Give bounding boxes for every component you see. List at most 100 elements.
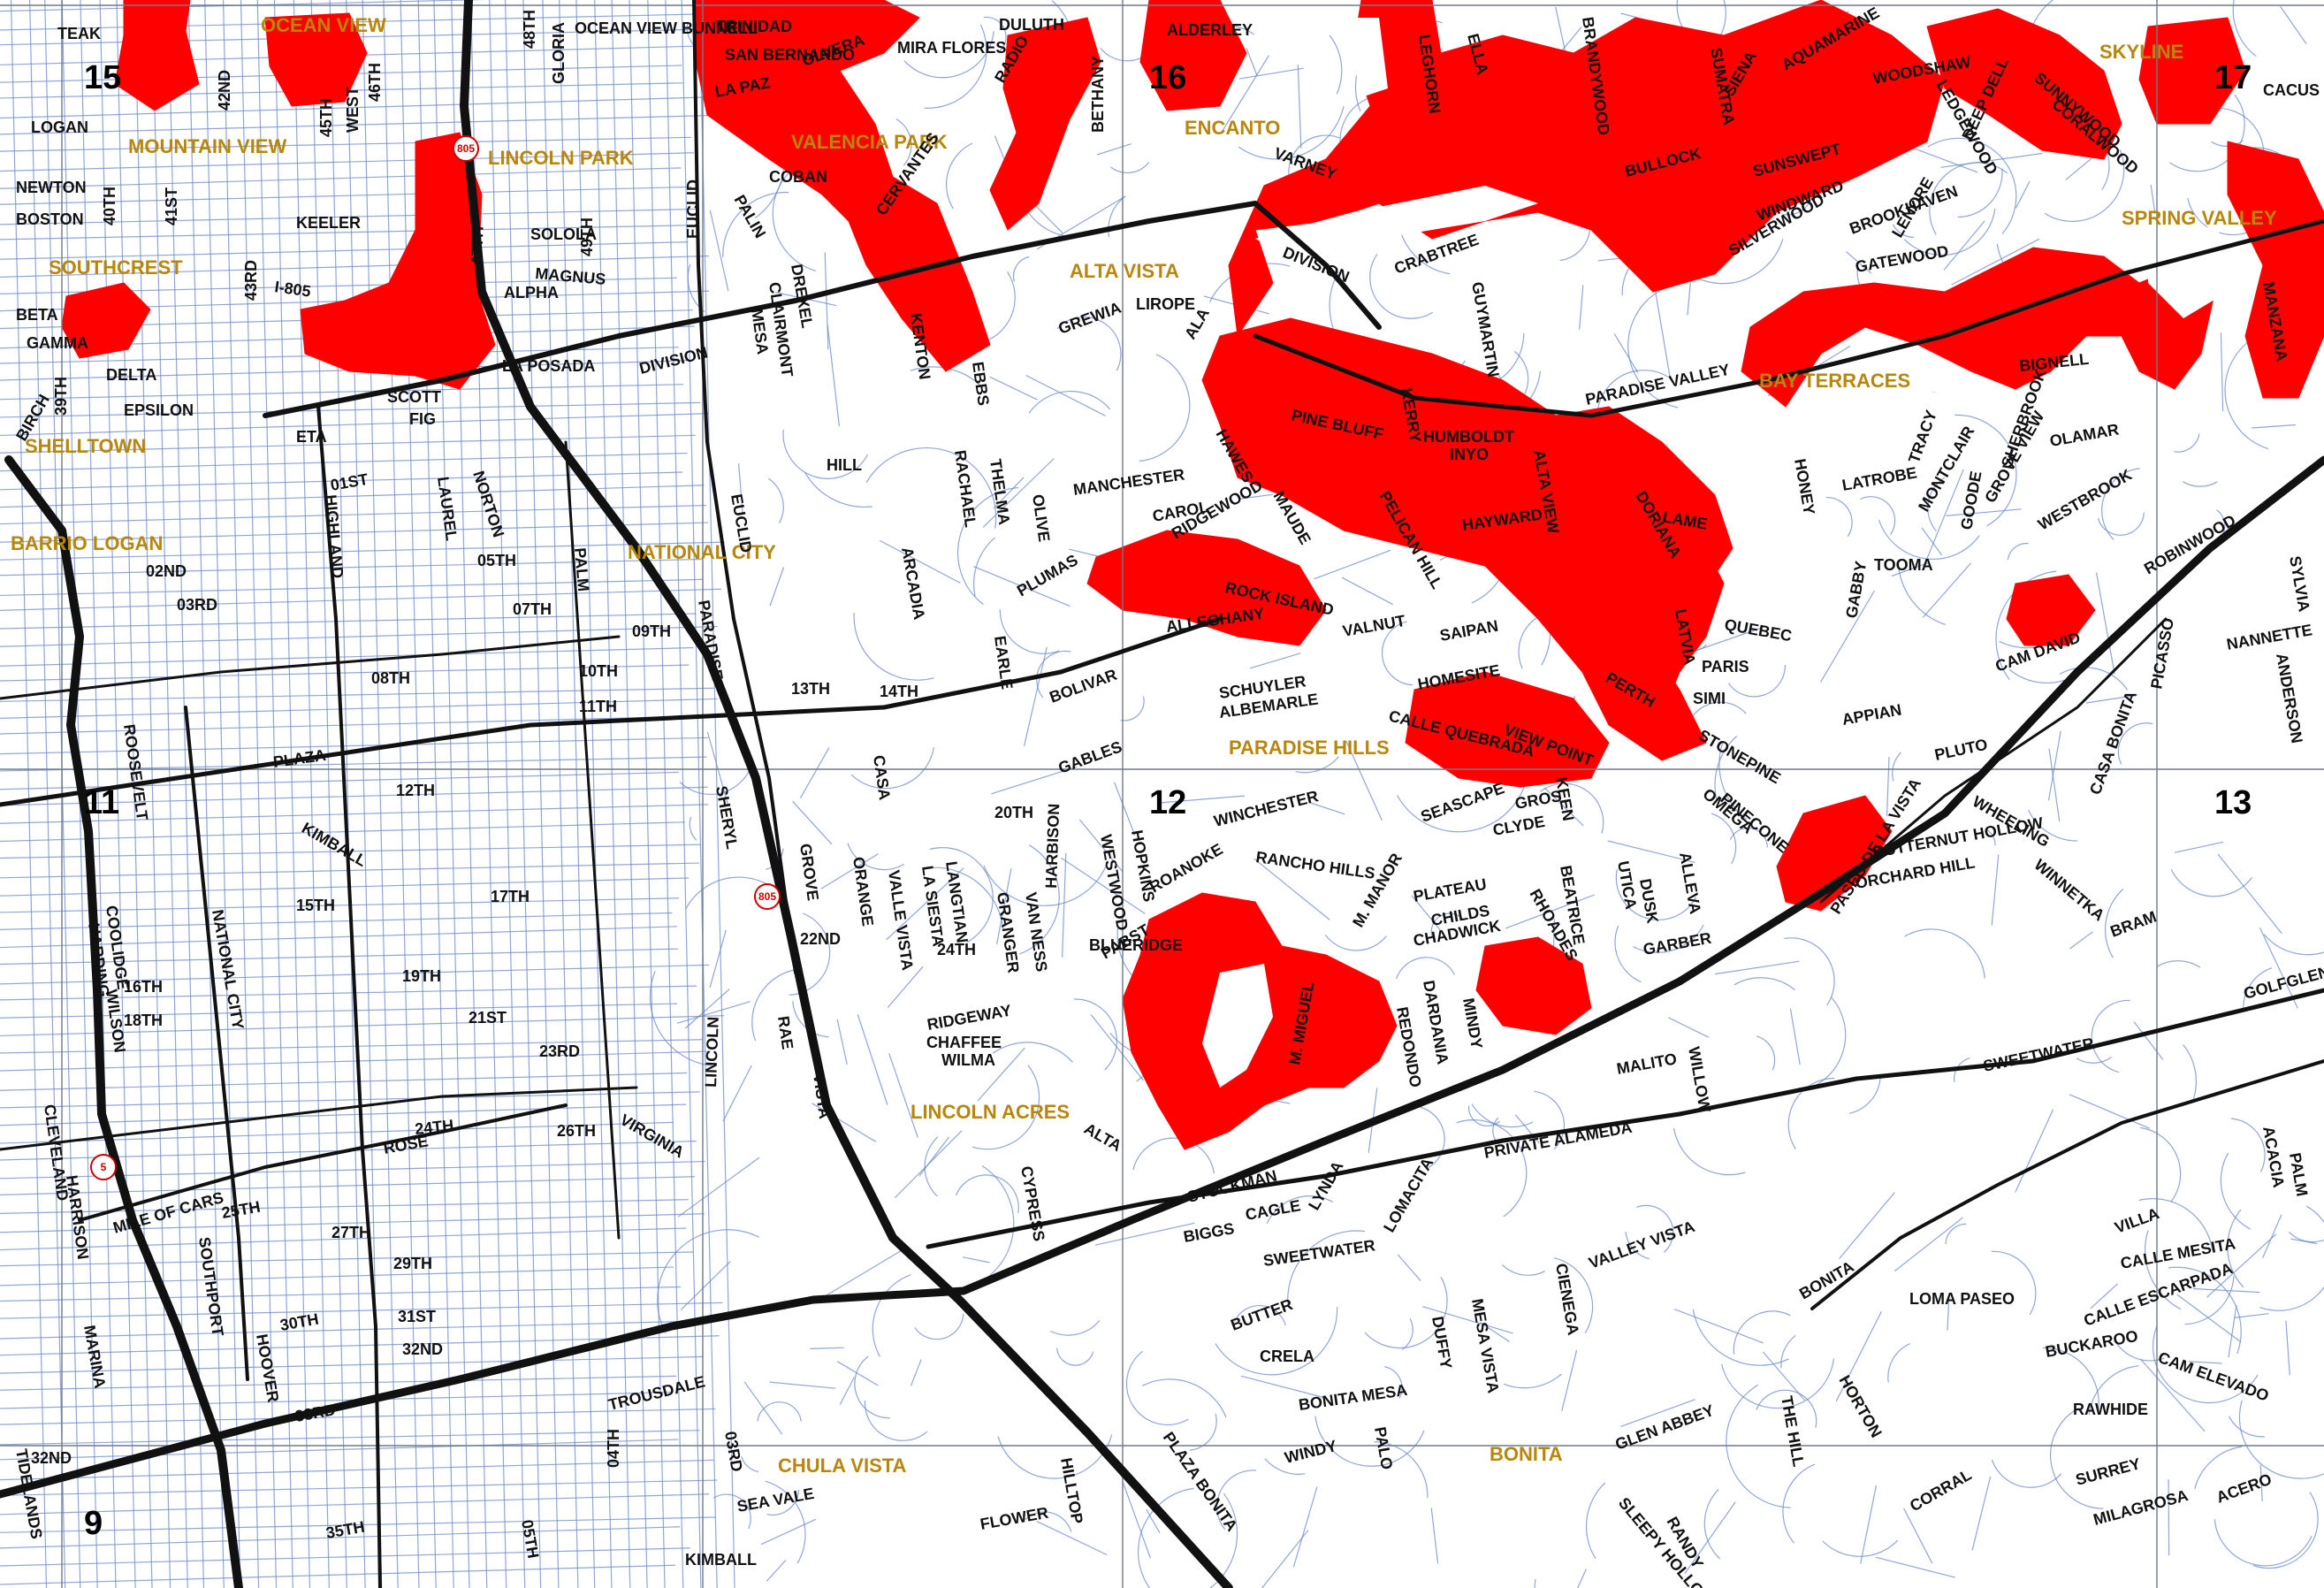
label-32nd-tidelands: 32ND (31, 1449, 72, 1467)
hazard-zone-mindy (1475, 936, 1592, 1035)
label-04th: 04TH (605, 1429, 622, 1468)
label-43rd: 43RD (242, 260, 260, 301)
label-48th: 48TH (521, 10, 538, 49)
label-19th: 19TH (402, 967, 441, 985)
freeway-sr54 (0, 455, 2324, 1499)
label-39th: 39TH (52, 377, 70, 416)
road-paseo (1819, 617, 2168, 904)
road-highland (316, 405, 382, 1588)
label-valencia-park: VALENCIA PARK (791, 131, 948, 153)
grid-number-12: 12 (1149, 784, 1186, 821)
label-bonita: BONITA (1490, 1443, 1563, 1465)
label-ocean-view-bunnell: OCEAN VIEW BUNNELL (575, 19, 758, 37)
label-lincoln-acres: LINCOLN ACRES (911, 1101, 1070, 1123)
label-inyo: INYO (1450, 446, 1489, 463)
hazard-zone-spring-valley (2227, 141, 2324, 399)
neighborhood-labels: OCEAN VIEW MOUNTAIN VIEW LINCOLN PARK VA… (11, 14, 2277, 1477)
label-chula-vista: CHULA VISTA (778, 1454, 907, 1477)
label-49th: 49TH (578, 218, 596, 256)
void-bay-terraces (1786, 371, 1945, 495)
hazard-zone-ocean-view-2 (264, 12, 368, 107)
label-14th: 14TH (880, 683, 918, 700)
label-13th: 13TH (791, 680, 830, 698)
hazard-zone-paradise-valley (1228, 0, 1946, 337)
hazard-zone-quebrada (1405, 671, 1610, 788)
road-bonita (1810, 1059, 2324, 1310)
label-spring-valley: SPRING VALLEY (2122, 207, 2277, 229)
label-lirope: LIROPE (1136, 295, 1195, 313)
label-bay-terraces: BAY TERRACES (1759, 370, 1910, 392)
label-bethany: BETHANY (1089, 56, 1107, 133)
label-31st: 31ST (398, 1308, 436, 1325)
void-lincoln-acres (1202, 964, 1273, 1088)
road-palm (564, 440, 621, 1240)
label-newton: NEWTON (16, 179, 87, 196)
label-national-city: NATIONAL CITY (628, 541, 776, 563)
label-duluth: DULUTH (999, 16, 1064, 34)
label-lincoln: LINCOLN (702, 1016, 722, 1088)
road-plaza (0, 616, 1223, 807)
label-coban: COBAN (769, 168, 827, 186)
hazard-zone-valencia (693, 0, 991, 372)
label-san-bernardo: SAN BERNARDO (725, 46, 855, 64)
label-crela: CRELA (1260, 1348, 1314, 1365)
label-eta: ETA (296, 428, 327, 446)
label-fig: FIG (409, 410, 436, 428)
label-10th: 10TH (579, 662, 618, 680)
label-barrio-logan: BARRIO LOGAN (11, 532, 163, 554)
road-division (263, 201, 1382, 418)
label-32nd: 32ND (402, 1340, 443, 1358)
route-shield-805-south: 805 (754, 883, 781, 910)
label-45th: 45TH (317, 98, 335, 137)
road-mile-of-cars (78, 1103, 568, 1222)
label-chaffee: CHAFFEE (926, 1034, 1002, 1051)
label-solola: SOLOLA (530, 225, 597, 243)
label-la-posada: LA POSADA (502, 357, 595, 375)
road-sweetwater (926, 988, 2324, 1249)
shield-805-north-label: 805 (457, 142, 475, 155)
hazard-zone-47th (300, 132, 496, 390)
grid-number-17: 17 (2214, 59, 2252, 96)
grid-number-11: 11 (84, 784, 119, 821)
label-05th: 05TH (477, 552, 516, 569)
void-encanto (1344, 18, 1388, 97)
label-22nd: 22ND (800, 930, 841, 948)
grid-number-16: 16 (1149, 59, 1186, 96)
road-euclid (692, 0, 797, 974)
label-scott: SCOTT (387, 388, 441, 406)
label-gamma: GAMMA (27, 334, 88, 352)
label-hill: HILL (827, 456, 862, 474)
label-simi: SIMI (1693, 690, 1726, 707)
label-southcrest: SOUTHCREST (49, 256, 183, 279)
label-paradise-hills: PARADISE HILLS (1229, 737, 1390, 759)
void-division (1255, 186, 1538, 256)
label-west: WEST (344, 87, 362, 133)
label-wilma: WILMA (941, 1051, 995, 1069)
label-delta: DELTA (106, 366, 156, 384)
label-skyline: SKYLINE (2099, 41, 2183, 63)
hazard-zone-westbrook (2006, 574, 2096, 646)
label-boston: BOSTON (16, 210, 84, 228)
hazard-voids (1202, 18, 2228, 1088)
label-cacus: CACUS (2263, 81, 2320, 99)
label-ocean-view: OCEAN VIEW (261, 14, 386, 36)
label-21st: 21ST (469, 1009, 507, 1027)
grid-number-9: 9 (84, 1505, 103, 1542)
void-spring-valley (2148, 212, 2228, 318)
label-15th: 15TH (296, 897, 335, 914)
hazard-zone-skyline (1926, 8, 2122, 160)
label-27th: 27TH (331, 1224, 370, 1241)
label-beta: BETA (16, 306, 58, 324)
label-rawhide: RAWHIDE (2073, 1401, 2148, 1418)
label-16th: 16TH (124, 978, 163, 996)
label-palm: PALM (571, 547, 592, 592)
label-17th: 17TH (491, 888, 530, 905)
label-12th: 12TH (396, 782, 435, 799)
hazard-zone-rock-island (1086, 530, 1327, 646)
label-26th: 26TH (557, 1122, 596, 1140)
label-paris: PARIS (1702, 658, 1749, 676)
route-shield-5: 5 (90, 1154, 117, 1180)
label-42nd: 42ND (216, 70, 233, 111)
label-41st: 41ST (163, 187, 180, 225)
